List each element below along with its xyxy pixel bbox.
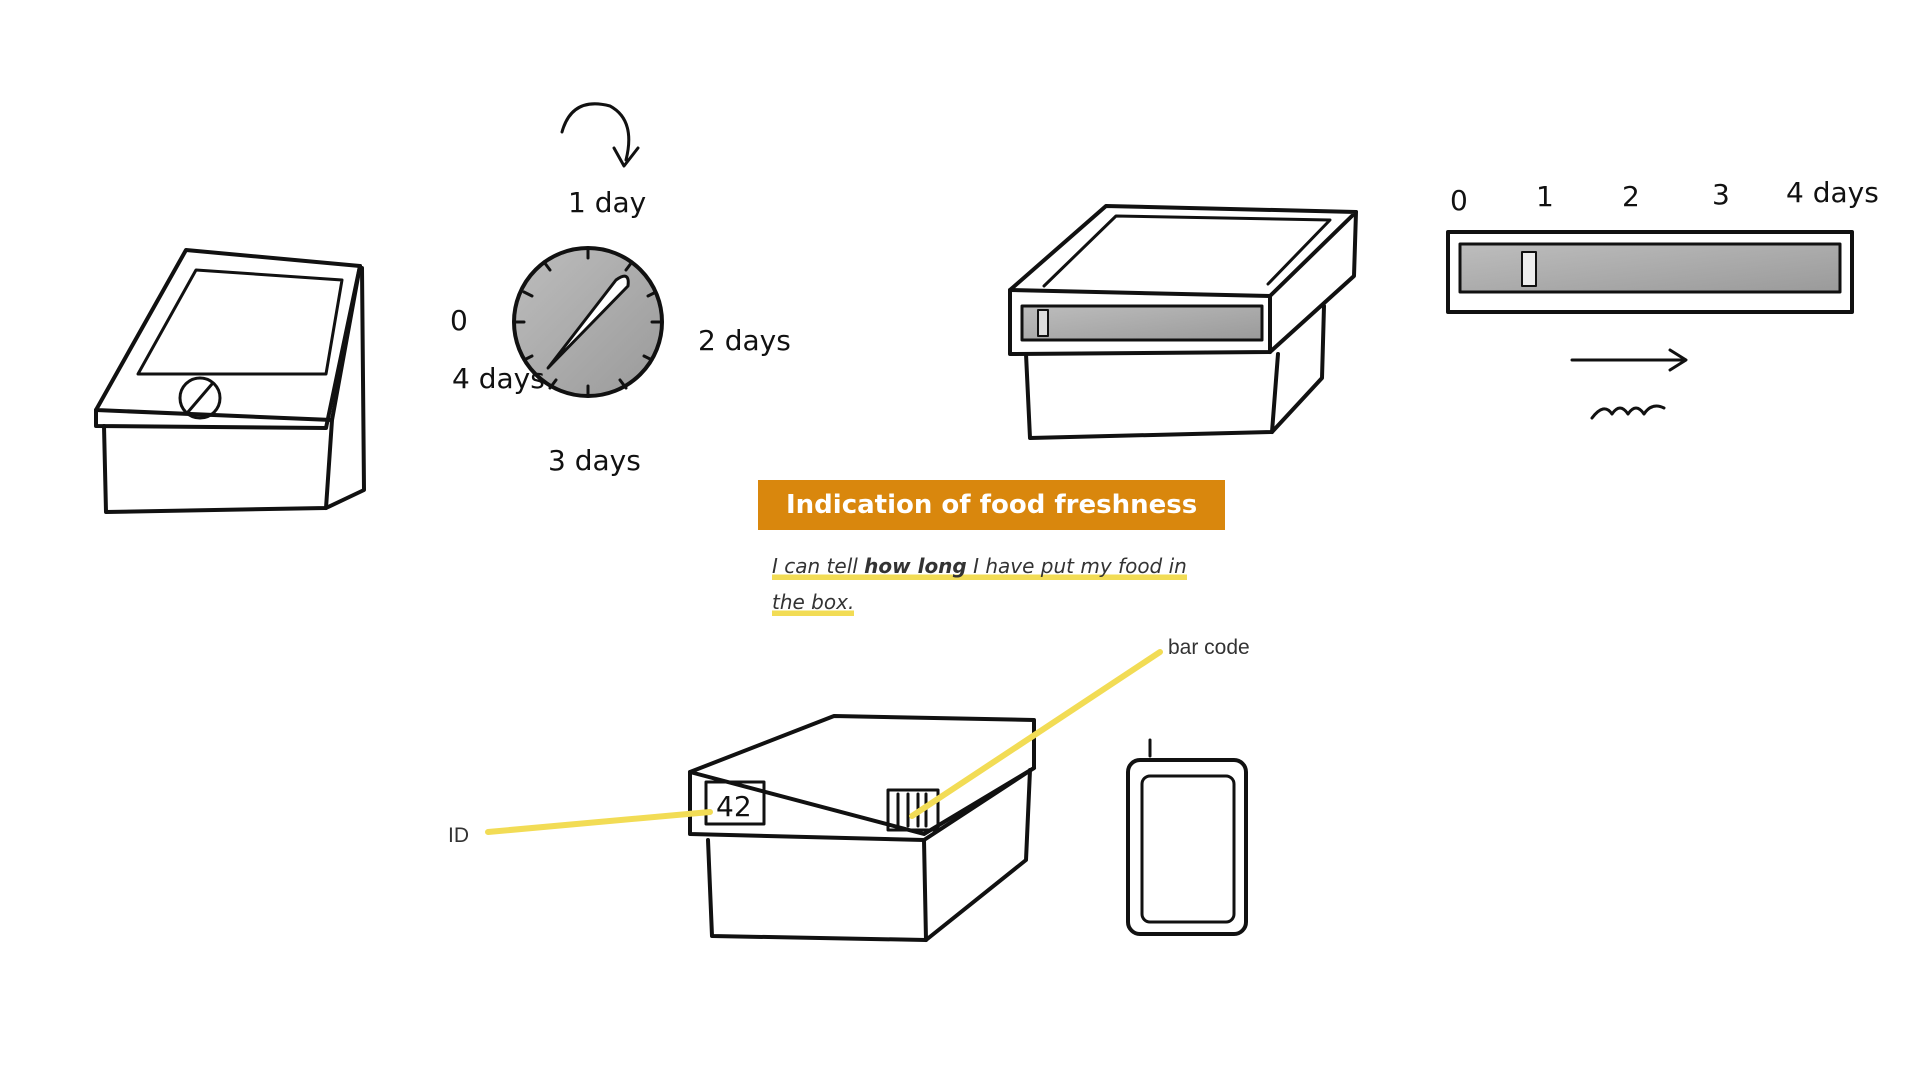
caption-before: I can tell: [772, 554, 865, 578]
scale-label-3: 3: [1712, 178, 1730, 211]
dial-label-3-days: 3 days: [548, 444, 641, 477]
box-with-knob-sketch: [96, 250, 364, 512]
scale-label-4-days: 4 days: [1786, 176, 1879, 209]
box-with-id-sketch: [690, 716, 1034, 940]
caption-line-2: the box.: [772, 590, 855, 616]
dial-label-2-days: 2 days: [698, 324, 791, 357]
scale-label-0: 0: [1450, 184, 1468, 217]
dial-label-1-day: 1 day: [568, 186, 646, 219]
freshness-scale: [1448, 232, 1852, 418]
caption-bold: how long: [864, 554, 967, 578]
id-pointer-line: [488, 812, 710, 832]
right-arrow-icon: [1572, 350, 1686, 370]
heading-tag: Indication of food freshness: [758, 480, 1226, 530]
scale-label-2: 2: [1622, 180, 1640, 213]
dial-pointer: [548, 276, 628, 368]
dial-label-4-days: 4 days: [452, 362, 545, 395]
caption-after: I have put my food in: [966, 554, 1187, 578]
dial-label-0: 0: [450, 304, 468, 337]
barcode-annotation: bar code: [1168, 636, 1250, 659]
knob-icon: [180, 378, 220, 418]
box-id-number: 42: [716, 790, 752, 823]
caption: I can tell how long I have put my food i…: [772, 548, 1192, 620]
curved-arrow-icon: [562, 104, 638, 166]
scale-label-1: 1: [1536, 180, 1554, 213]
id-annotation: ID: [448, 824, 469, 847]
phone-sketch: [1128, 740, 1246, 934]
caption-line-1: I can tell how long I have put my food i…: [772, 554, 1187, 580]
box-with-slider-sketch: [1010, 206, 1356, 438]
freshness-dial: [514, 104, 662, 396]
barcode-pointer-line: [912, 652, 1160, 816]
